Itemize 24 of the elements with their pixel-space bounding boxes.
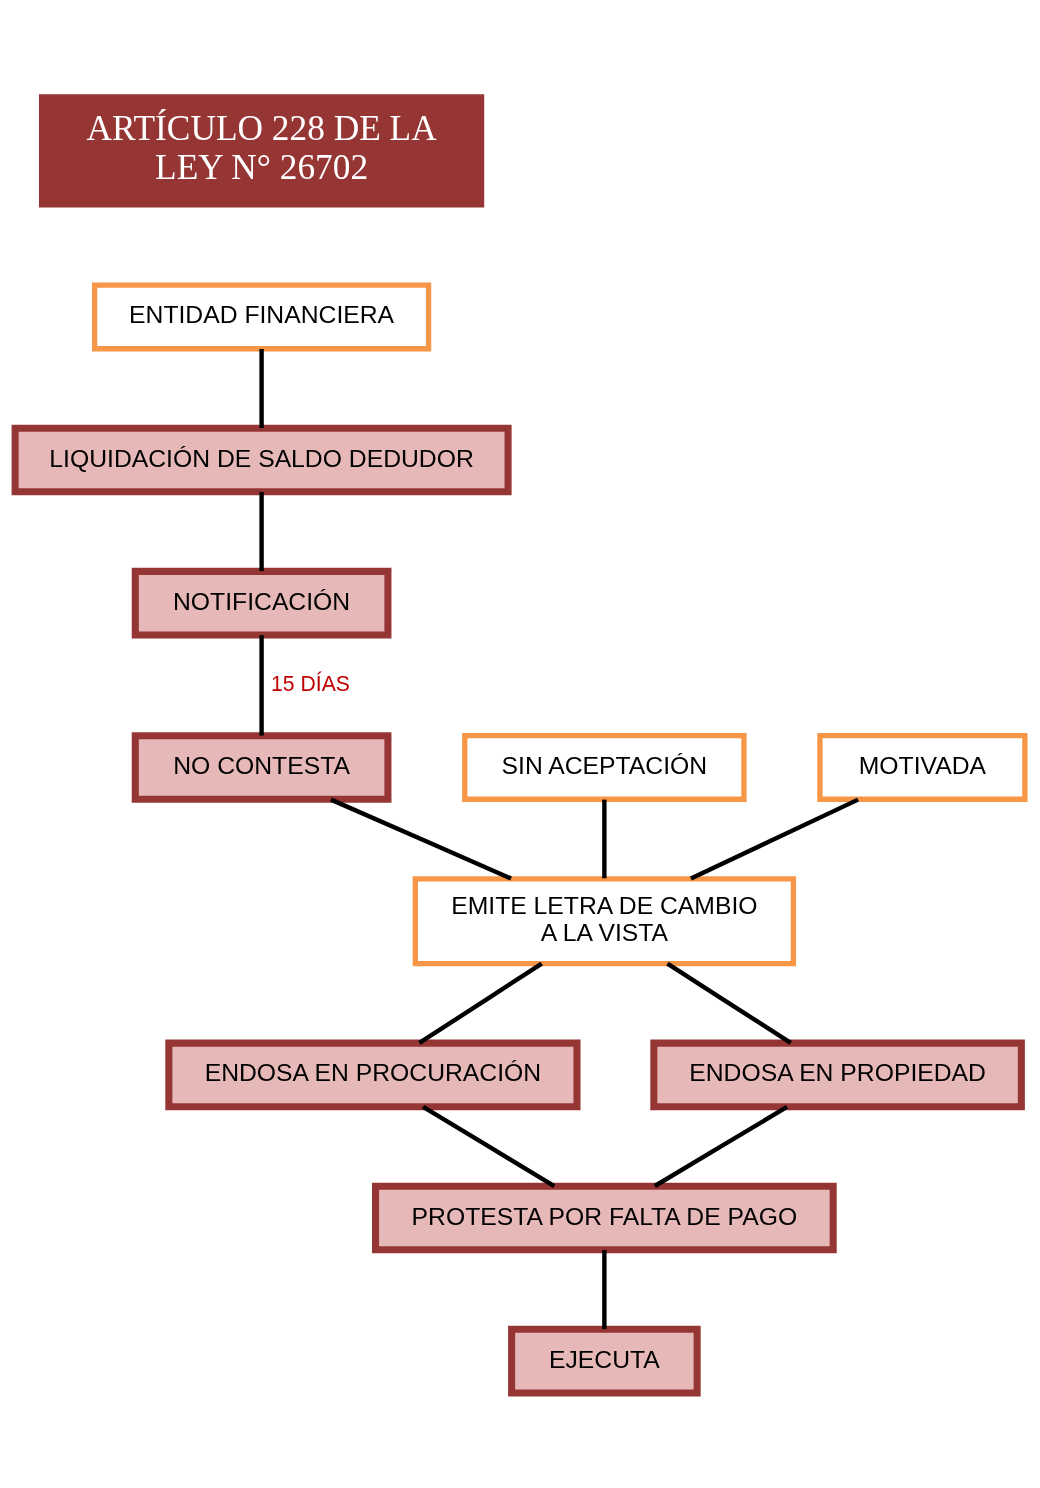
connector [259, 491, 264, 571]
node-box: ENTIDAD FINANCIERA [91, 281, 432, 351]
node-box: EJECUTA [508, 1325, 701, 1396]
node-box: ENDOSA EN PROCURACIÓN [165, 1039, 581, 1110]
node-box: ARTÍCULO 228 DE LA LEY N° 26702 [38, 93, 485, 207]
connector [259, 634, 264, 736]
node-box: NO CONTESTA [131, 731, 392, 803]
node-box: MOTIVADA [817, 732, 1028, 802]
node-box: ENDOSA EN PROPIEDAD [650, 1039, 1025, 1110]
node-box: SIN ACEPTACIÓN [462, 732, 747, 802]
node-box: PROTESTA POR FALTA DE PAGO [372, 1182, 837, 1253]
edge-label: 15 DÍAS [271, 671, 350, 695]
connector [653, 1104, 789, 1188]
connector [259, 348, 264, 428]
connector [602, 1249, 607, 1329]
node-box: LIQUIDACIÓN DE SALDO DEDUDOR [11, 424, 512, 495]
connector [666, 961, 792, 1045]
connector [690, 797, 859, 881]
connector [330, 797, 512, 881]
node-box: NOTIFICACIÓN [131, 567, 392, 638]
connector [602, 799, 607, 878]
connector [422, 1104, 556, 1188]
connector [418, 961, 543, 1045]
node-box: EMITE LETRA DE CAMBIO A LA VISTA [412, 875, 797, 966]
